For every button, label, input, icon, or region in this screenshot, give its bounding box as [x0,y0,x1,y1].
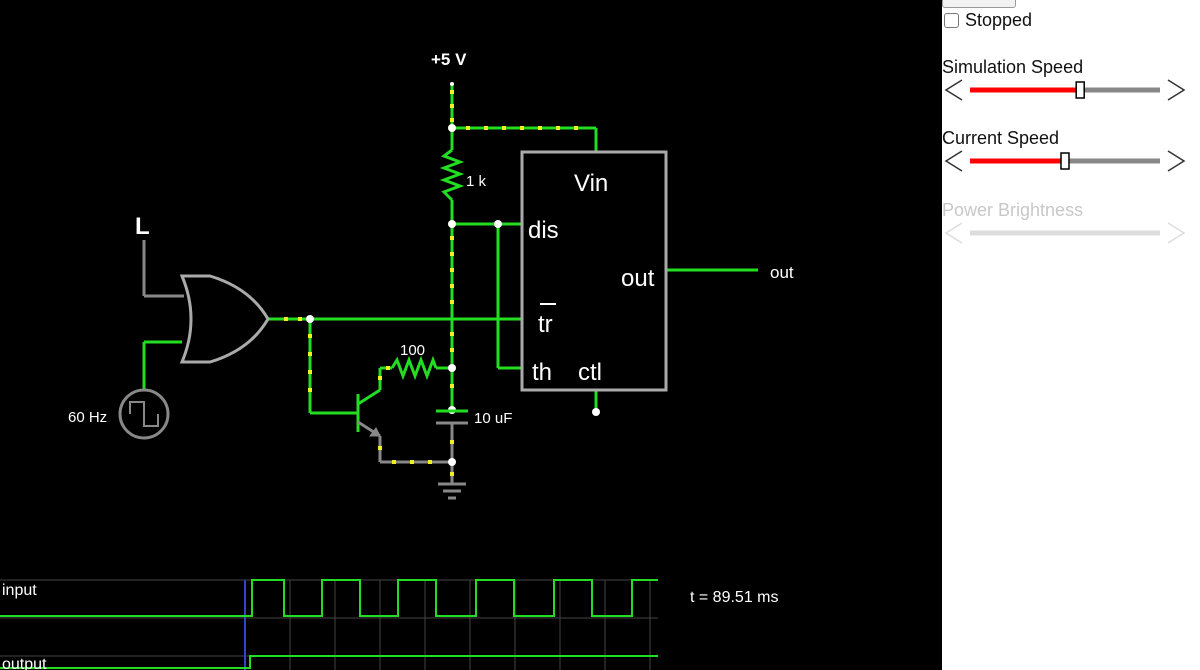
chip-ctl-label: ctl [578,359,602,386]
power-brightness-label: Power Brightness [942,200,1084,220]
circuit-schematic[interactable]: +5 V 1 k 100 10 uF L 60 Hz out Vin dis o… [0,0,942,670]
input-trace [0,579,658,617]
reset-button[interactable] [942,0,1016,8]
power-brightness-right-arrow [1167,222,1186,244]
sim-speed-slider[interactable] [942,78,1188,102]
current-speed-thumb[interactable] [1060,152,1070,170]
capacitor[interactable] [436,409,468,425]
stopped-label: Stopped [965,10,1033,30]
stopped-row[interactable]: Stopped [944,10,1032,31]
wires[interactable] [142,84,758,415]
chip-vin-label: Vin [574,170,608,197]
logic-input-label[interactable]: L [135,213,150,240]
scope-time-readout: t = 89.51 ms [690,589,779,606]
ac-source[interactable] [118,388,170,440]
output-trace [0,655,658,669]
scope-output-label: output [2,656,47,670]
resistor-1k-label: 1 k [466,173,487,190]
sim-speed-right-arrow[interactable] [1167,79,1186,101]
stopped-checkbox[interactable] [944,13,959,28]
or-gate[interactable] [179,274,270,364]
power-brightness-slider [944,222,1186,244]
chip-th-label: th [532,359,552,386]
chip-out-label: out [621,265,655,292]
control-panel: Stopped Simulation Speed Current Speed P… [942,0,1200,670]
current-speed-left-arrow[interactable] [944,150,963,172]
resistor-1k[interactable] [439,148,465,202]
circuit-canvas[interactable]: +5 V 1 k 100 10 uF L 60 Hz out Vin dis o… [0,0,942,670]
chip-tr-label: tr [538,311,553,338]
transistor[interactable] [356,388,381,438]
sim-speed-thumb[interactable] [1075,81,1085,99]
current-speed-slider[interactable] [942,149,1188,173]
source-label: 60 Hz [68,409,107,426]
supply-label: +5 V [431,50,467,69]
sim-speed-left-arrow[interactable] [944,79,963,101]
resistor-100-label: 100 [400,342,425,359]
scope-input-label: input [2,582,37,599]
ground-symbol[interactable] [438,482,466,500]
power-brightness-left-arrow [944,222,963,244]
resistor-100[interactable] [390,355,438,381]
capacitor-label: 10 uF [474,410,512,427]
current-speed-right-arrow[interactable] [1167,150,1186,172]
current-speed-label: Current Speed [942,128,1060,148]
chip-dis-label: dis [528,217,559,244]
scope-panel[interactable]: input output t = 89.51 ms [0,570,942,670]
sim-speed-label: Simulation Speed [942,57,1084,77]
current-dots [284,90,578,476]
timer-chip[interactable] [520,150,668,392]
output-label: out [770,263,794,282]
